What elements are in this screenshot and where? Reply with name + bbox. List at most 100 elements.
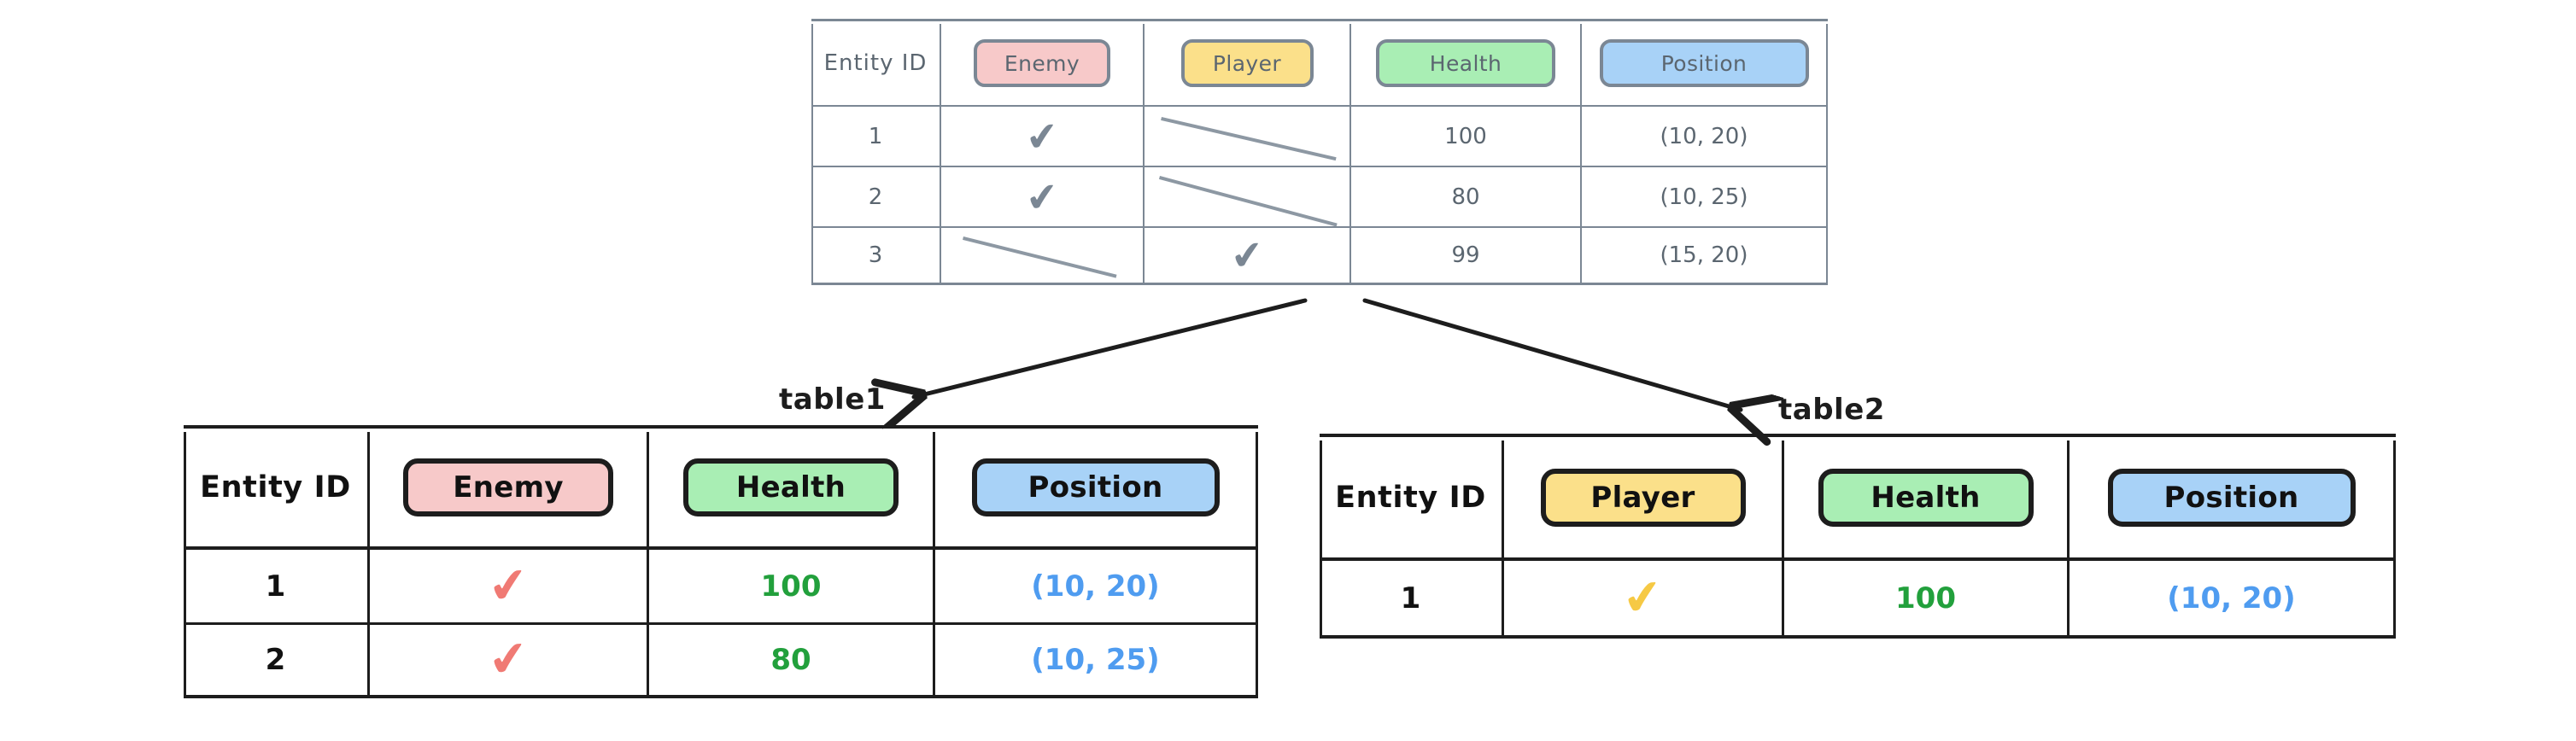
cell-enemy-empty <box>941 228 1143 283</box>
cell-player-flag: ✔ <box>1145 228 1349 283</box>
cell-health: 100 <box>649 550 933 622</box>
cell-enemy-flag: ✔ <box>370 550 647 622</box>
source-entity-table: Entity ID Enemy Player Health Position 1 <box>811 19 1828 285</box>
cell-health: 100 <box>1351 107 1580 166</box>
grid-line-col <box>647 432 649 695</box>
table2-grid <box>1320 434 2396 639</box>
grid-line-bottom <box>184 695 1258 698</box>
cell-position-value: (10, 20) <box>1660 123 1748 149</box>
grid-line-col <box>1143 24 1145 283</box>
cell-position: (10, 25) <box>1582 167 1826 226</box>
position-chip-label: Position <box>1660 50 1748 76</box>
source-header-health: Health <box>1351 21 1580 105</box>
health-chip: Health <box>683 458 899 516</box>
table1-header-entity-id: Entity ID <box>184 429 367 546</box>
grid-line-top <box>1320 434 2396 437</box>
player-chip-label: Player <box>1212 50 1282 76</box>
cell-entity-id: 1 <box>265 569 286 604</box>
grid-line-bottom <box>1320 635 2396 639</box>
check-icon: ✔ <box>1619 567 1666 628</box>
grid-line-row <box>184 622 1256 625</box>
enemy-chip-label: Enemy <box>453 470 564 505</box>
source-table-grid <box>811 19 1828 285</box>
cell-position-value: (10, 25) <box>1031 643 1160 677</box>
grid-line-top <box>811 19 1828 21</box>
table1-grid <box>184 425 1258 698</box>
table2-header-position: Position <box>2070 437 2393 557</box>
table-row: 1 <box>811 107 940 166</box>
position-chip: Position <box>1599 39 1809 87</box>
grid-line-row <box>811 105 1826 107</box>
grid-line-col <box>1782 441 1784 635</box>
table2-header-health: Health <box>1784 437 2067 557</box>
table-row: 3 <box>811 228 940 283</box>
table2-header-entity-id-label: Entity ID <box>1335 480 1486 515</box>
arrow-to-table2 <box>1362 298 1741 410</box>
table1-header-entity-id-label: Entity ID <box>200 470 351 505</box>
empty-slash-icon <box>1161 117 1337 161</box>
cell-position: (10, 20) <box>935 550 1256 622</box>
enemy-chip-label: Enemy <box>1004 50 1080 76</box>
cell-health-value: 100 <box>760 569 822 604</box>
grid-line-col <box>1349 24 1351 283</box>
source-header-entity-id-label: Entity ID <box>823 50 928 76</box>
cell-entity-id: 2 <box>868 184 883 210</box>
health-chip: Health <box>1376 39 1555 87</box>
health-chip-label: Health <box>735 470 846 505</box>
empty-slash-icon <box>963 236 1117 278</box>
cell-enemy-flag: ✔ <box>941 107 1143 166</box>
cell-entity-id: 2 <box>265 643 286 677</box>
cell-health: 99 <box>1351 228 1580 283</box>
table1-label: table1 <box>779 382 886 417</box>
grid-line-row <box>811 166 1826 167</box>
cell-health-value: 100 <box>1444 123 1487 149</box>
cell-health-value: 80 <box>1451 184 1480 210</box>
cell-health: 100 <box>1784 561 2067 635</box>
cell-position: (10, 25) <box>935 625 1256 695</box>
position-chip: Position <box>2107 468 2356 527</box>
table-row: 2 <box>184 625 367 695</box>
grid-line-top <box>184 425 1258 429</box>
cell-position: (10, 20) <box>1582 107 1826 166</box>
cell-entity-id: 3 <box>868 242 883 268</box>
source-header-player: Player <box>1145 21 1349 105</box>
cell-position-value: (10, 25) <box>1660 184 1748 210</box>
grid-line-row <box>811 226 1826 228</box>
table2-label: table2 <box>1778 393 1885 427</box>
cell-position: (10, 20) <box>2070 561 2393 635</box>
position-chip-label: Position <box>2163 480 2299 515</box>
player-chip-label: Player <box>1590 480 1695 515</box>
table2: Entity ID Player Health Position 1 ✔ 100 <box>1320 434 2396 639</box>
table1-header-health: Health <box>649 429 933 546</box>
health-chip: Health <box>1818 468 2034 527</box>
source-header-entity-id: Entity ID <box>811 21 940 105</box>
cell-enemy-flag: ✔ <box>370 625 647 695</box>
cell-position-value: (10, 20) <box>2167 581 2296 616</box>
table-row: 2 <box>811 167 940 226</box>
enemy-chip: Enemy <box>403 458 613 516</box>
empty-slash-icon <box>1158 176 1338 227</box>
player-chip: Player <box>1180 39 1314 87</box>
grid-line-left <box>811 24 813 283</box>
grid-line-col <box>367 432 370 695</box>
cell-player-empty <box>1145 167 1349 227</box>
source-header-position: Position <box>1582 21 1826 105</box>
grid-line-col <box>940 24 941 283</box>
cell-health-value: 100 <box>1895 581 1956 616</box>
grid-line-left <box>184 432 186 695</box>
grid-line-right <box>1826 24 1828 283</box>
table-row: 1 <box>1320 561 1502 635</box>
cell-entity-id: 1 <box>868 123 883 149</box>
grid-line-bottom <box>811 283 1828 285</box>
grid-line-right <box>2393 441 2396 635</box>
table-row: 1 <box>184 550 367 622</box>
cell-health: 80 <box>1351 167 1580 226</box>
check-icon: ✔ <box>484 629 532 690</box>
grid-line-right <box>1256 432 1258 695</box>
cell-player-flag: ✔ <box>1504 561 1782 635</box>
cell-health-value: 80 <box>770 643 811 677</box>
cell-health-value: 99 <box>1451 242 1480 268</box>
cell-player-empty <box>1145 107 1349 166</box>
cell-position: (15, 20) <box>1582 228 1826 283</box>
